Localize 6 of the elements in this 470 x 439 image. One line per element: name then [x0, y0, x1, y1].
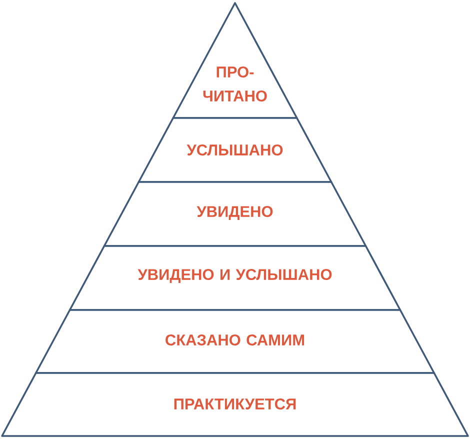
pyramid-level: ПРО- ЧИТАНО [172, 2, 298, 119]
pyramid-level: УВИДЕНО [103, 181, 367, 247]
pyramid-level: УСЛЫШАНО [138, 117, 332, 183]
pyramid-level: ПРАКТИКУЕТСЯ [1, 372, 469, 437]
pyramid-level: СКАЗАНО САМИМ [35, 309, 435, 374]
pyramid-level: УВИДЕНО И УСЛЫШАНО [68, 245, 402, 311]
